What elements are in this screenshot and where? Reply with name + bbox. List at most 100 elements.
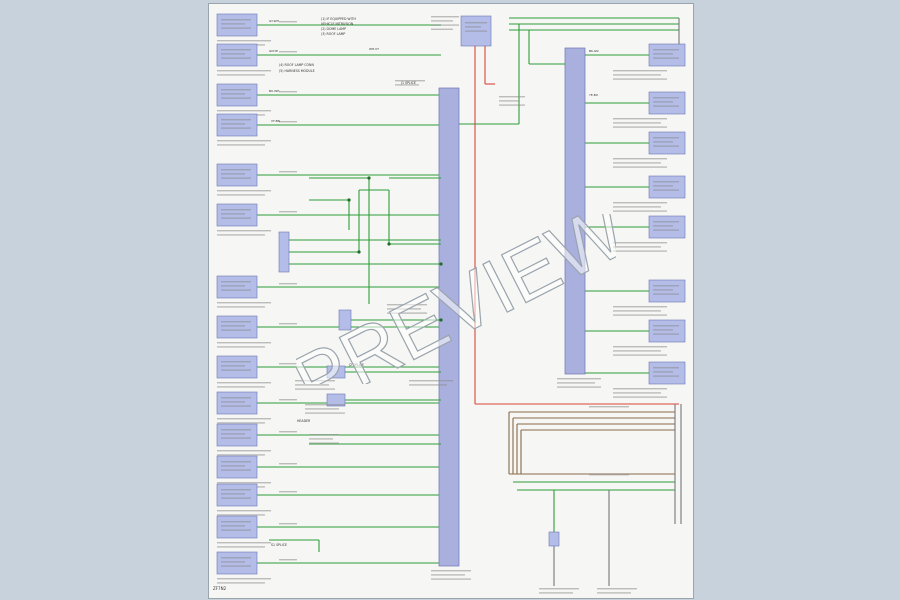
component-label: [221, 209, 251, 211]
left-component-box: [216, 83, 258, 107]
wire-code-label: BK-GN: [589, 49, 598, 53]
component-caption: [217, 514, 265, 516]
component-caption: [613, 206, 661, 208]
component-label: [221, 361, 251, 363]
splice-block: [326, 365, 346, 379]
component-label: [653, 285, 679, 287]
junction-label: J1 SPLICE: [400, 81, 416, 85]
component-label: [221, 429, 251, 431]
component-caption: [613, 78, 667, 80]
fuse-label: [465, 22, 487, 24]
component-label: [653, 225, 673, 227]
right-component-box: [648, 215, 686, 239]
wire-code: [279, 463, 297, 465]
wire-code: [279, 559, 297, 561]
component-label: [653, 325, 679, 327]
component-caption: [613, 70, 667, 72]
left-component-box: [216, 355, 258, 379]
wire-code: [279, 91, 297, 93]
component-label: [221, 561, 245, 563]
component-caption: [217, 306, 265, 308]
fuse-label: [465, 30, 487, 32]
component-caption: [613, 314, 667, 316]
component-label: [653, 141, 673, 143]
component-label: [221, 329, 251, 331]
component-caption: [613, 306, 667, 308]
component-caption: [217, 302, 271, 304]
bottom-caption: [539, 592, 573, 594]
main-connector-bus: [438, 87, 460, 567]
component-caption: [217, 482, 271, 484]
harness-note: (4) ROOF LAMP CONN: [279, 63, 314, 67]
component-caption: [613, 388, 667, 390]
left-component-box: [216, 423, 258, 447]
component-caption: [217, 70, 271, 72]
annotation: [309, 438, 333, 440]
right-bus-caption: [557, 378, 601, 380]
bottom-caption: [539, 588, 579, 590]
component-caption: [217, 194, 265, 196]
main-bus-caption: [431, 578, 471, 580]
component-label: [653, 293, 679, 295]
right-component-box: [648, 131, 686, 155]
annotation: [499, 96, 525, 98]
annotation: [499, 104, 525, 106]
legend-note: VEHICLE INTRUSION: [321, 22, 354, 26]
fuse-caption: [431, 16, 459, 18]
component-caption: [613, 166, 667, 168]
component-caption: [217, 140, 271, 142]
splice-block: [338, 309, 352, 331]
left-component-box: [216, 515, 258, 539]
component-caption: [217, 342, 271, 344]
wire-code: [279, 283, 297, 285]
component-caption: [217, 386, 265, 388]
annotation: [295, 380, 335, 382]
wire-code: [279, 363, 297, 365]
wire-code: [279, 323, 297, 325]
component-label: [221, 401, 245, 403]
wire-code: [279, 431, 297, 433]
legend-note: (2) DOME LAMP: [321, 27, 346, 31]
component-caption: [217, 510, 271, 512]
annotation: [305, 404, 345, 406]
component-caption: [217, 74, 265, 76]
page-code: ZF7N2: [213, 586, 227, 591]
component-caption: [217, 190, 271, 192]
right-component-box: [648, 279, 686, 303]
left-component-box: [216, 275, 258, 299]
splice-dot: [357, 250, 361, 254]
left-component-box: [216, 163, 258, 187]
component-label: [653, 53, 673, 55]
left-component-box: [216, 203, 258, 227]
component-label: [221, 433, 245, 435]
annotation: [395, 84, 419, 86]
component-caption: [613, 122, 661, 124]
component-label: [221, 285, 245, 287]
component-label: [221, 177, 251, 179]
component-caption: [217, 234, 265, 236]
bottom-caption: [597, 592, 631, 594]
annotation: [395, 80, 425, 82]
junction-label: J2 SPLICE: [348, 363, 364, 367]
splice-dot: [347, 198, 351, 202]
component-caption: [613, 242, 667, 244]
wire-code: [589, 406, 629, 408]
component-label: [221, 469, 251, 471]
component-label: [221, 529, 251, 531]
left-component-box: [216, 13, 258, 37]
splice-dot: [439, 318, 443, 322]
wire-code: [279, 121, 297, 123]
left-component-box: [216, 455, 258, 479]
component-caption: [613, 246, 661, 248]
component-label: [653, 49, 679, 51]
wire-code: [279, 171, 297, 173]
component-label: [221, 57, 251, 59]
component-label: [653, 185, 673, 187]
annotation: [305, 412, 345, 414]
component-caption: [613, 158, 667, 160]
legend-note: (3) ROOF LAMP: [321, 32, 345, 36]
component-caption: [613, 346, 667, 348]
wire-code: [279, 523, 297, 525]
annotation: [387, 308, 421, 310]
